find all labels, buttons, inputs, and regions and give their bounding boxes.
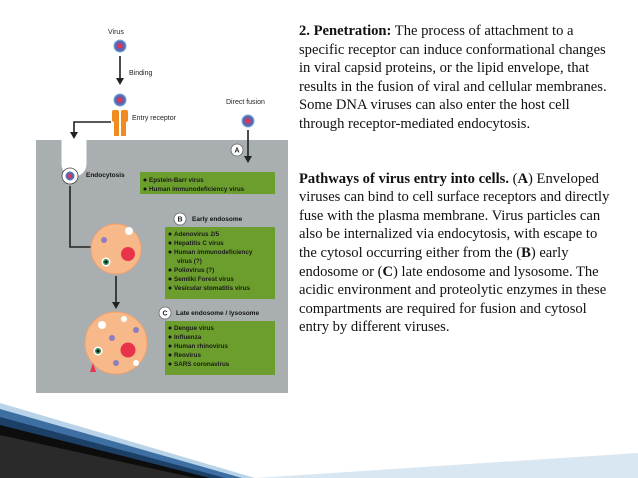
direct-fusion-label: Direct fusion (226, 99, 265, 106)
pathways-text: ) early endosome or ( (299, 244, 569, 280)
marker-a (230, 143, 244, 157)
marker-c (158, 306, 172, 320)
early-endosome-label: Early endosome (192, 216, 243, 223)
list-c-item: SARS coronavirus (174, 361, 230, 368)
list-b-item: Human immunodeficiency (174, 249, 253, 256)
pathways-marker-c: C (382, 263, 394, 280)
pathways-text: ( (508, 170, 518, 187)
pathways-text: ) Enveloped viruses can bind to cell sur… (299, 170, 610, 261)
list-a-box (140, 172, 275, 194)
marker-c-label: C (163, 311, 168, 318)
list-b-item: Semliki Forest virus (174, 276, 234, 283)
endocytosis-label: Endocytosis (86, 172, 125, 179)
penetration-paragraph: 2. Penetration: The process of attachmen… (299, 22, 617, 134)
virus-particle-top (113, 39, 127, 53)
marker-b (173, 212, 187, 226)
entry-receptor-label: Entry receptor (132, 115, 177, 122)
endocytic-vesicle (61, 167, 79, 185)
list-c: Dengue virus Influenza Human rhinovirus … (168, 325, 230, 368)
list-b-box (165, 227, 275, 299)
penetration-heading: 2. Penetration: (299, 23, 392, 39)
list-b-item: Adenovirus 2/5 (174, 231, 220, 238)
list-b-item: virus (?) (177, 258, 202, 265)
list-c-item: Reovirus (174, 352, 201, 359)
virus-particle-bound (113, 93, 127, 107)
list-c-box (165, 321, 275, 375)
list-a: Epstein-Barr virus Human immunodeficienc… (143, 177, 245, 193)
pathways-text: ) late endosome and lysosome. The acidic… (299, 263, 607, 336)
virus-particle-fusion (241, 114, 255, 128)
virus-entry-figure: Virus Binding Entry receptor Direct fusi… (36, 18, 288, 393)
list-b-item: Hepatitis C virus (174, 240, 224, 247)
receptor-to-pit-arrow (73, 121, 111, 134)
list-a-item: Human immunodeficiency virus (149, 186, 245, 193)
list-b-item: Vesicular stomatitis virus (174, 285, 250, 292)
list-c-item: Human rhinovirus (174, 343, 228, 350)
late-endosome-label: Late endosome / lysosome (176, 310, 259, 317)
vesicle-to-early-arrow (69, 186, 94, 248)
binding-label: Binding (129, 70, 152, 77)
pathways-marker-b: B (521, 244, 531, 261)
late-endosome (84, 311, 148, 375)
marker-a-label: A (235, 148, 240, 155)
slide-bottom-decoration (0, 403, 638, 478)
list-b-item: Poliovirus (?) (174, 267, 214, 274)
escaping-virus-icon (90, 363, 96, 372)
pathways-marker-a: A (517, 170, 529, 187)
early-endosome (90, 223, 142, 275)
slide-text: 2. Penetration: The process of attachmen… (299, 22, 617, 337)
pathways-paragraph: Pathways of virus entry into cells. (A) … (299, 170, 617, 337)
list-c-item: Dengue virus (174, 325, 214, 332)
marker-b-label: B (178, 217, 183, 224)
list-b: Adenovirus 2/5 Hepatitis C virus Human i… (168, 231, 253, 292)
penetration-body: The process of attachment to a specific … (299, 23, 607, 132)
virus-label: Virus (108, 29, 124, 36)
pathways-heading: Pathways of virus entry into cells. (299, 170, 509, 187)
entry-receptor-icon (112, 110, 128, 136)
list-a-item: Epstein-Barr virus (149, 177, 204, 184)
list-c-item: Influenza (174, 334, 202, 341)
